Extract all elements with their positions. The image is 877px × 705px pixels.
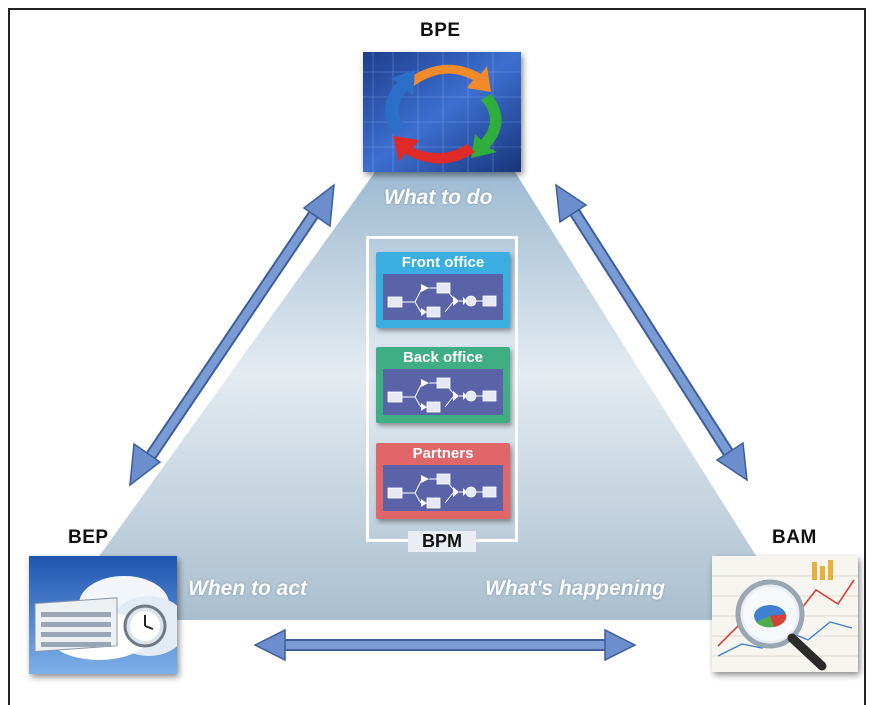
back-office-box: Back office bbox=[376, 347, 510, 423]
diagram-frame bbox=[8, 8, 866, 705]
bep-image bbox=[29, 556, 177, 674]
back-office-title: Back office bbox=[402, 349, 484, 366]
bpe-label: BPE bbox=[420, 20, 461, 41]
partners-box: Partners bbox=[376, 443, 510, 519]
bep-label: BEP bbox=[68, 527, 109, 548]
arrow-bpe-bep bbox=[129, 183, 335, 487]
partners-title: Partners bbox=[412, 445, 474, 462]
bam-label: BAM bbox=[772, 527, 817, 548]
bpm-label: BPM bbox=[408, 531, 476, 552]
caption-what-to-do: What to do bbox=[384, 186, 493, 209]
process-flow-diagram bbox=[383, 274, 503, 320]
front-office-box: Front office bbox=[376, 252, 510, 328]
bam-image bbox=[712, 556, 858, 672]
arrow-bep-bam bbox=[253, 628, 637, 662]
bpe-image bbox=[363, 52, 521, 172]
front-office-title: Front office bbox=[401, 254, 485, 271]
process-flow-diagram bbox=[383, 369, 503, 415]
process-flow-diagram bbox=[383, 465, 503, 511]
caption-when-to-act: When to act bbox=[188, 577, 307, 600]
arrow-bpe-bam bbox=[555, 183, 748, 482]
caption-whats-happening: What's happening bbox=[485, 577, 665, 600]
